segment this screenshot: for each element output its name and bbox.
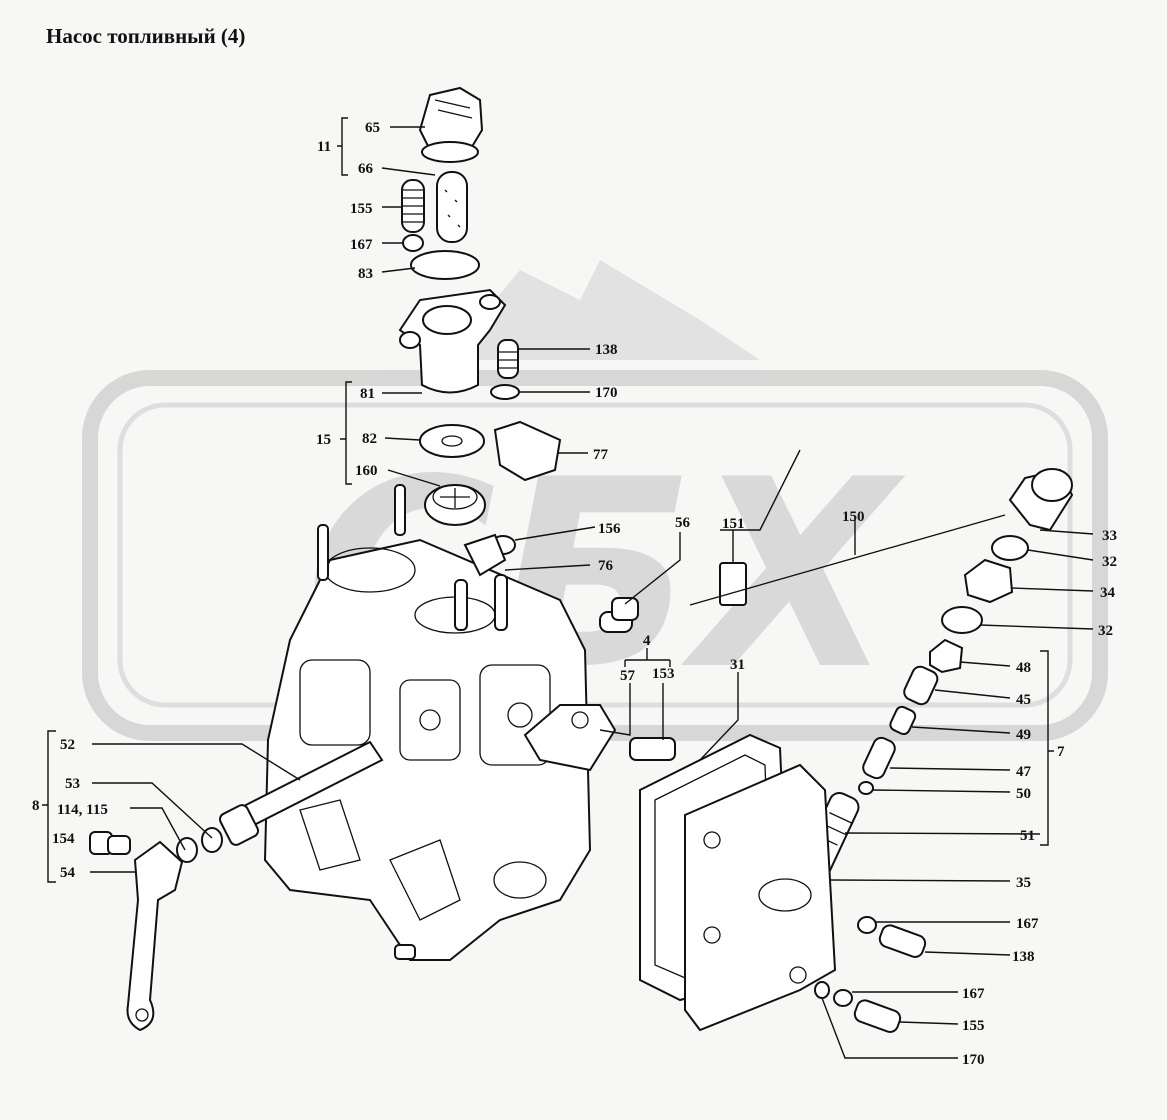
- callout-170b: 170: [962, 1052, 985, 1068]
- fitting-76: [463, 533, 507, 577]
- bracket-77: [493, 420, 562, 482]
- lever-54: [126, 840, 184, 1032]
- plunger-47: [862, 736, 896, 780]
- spring-45: [903, 665, 939, 706]
- bolt-138: [497, 339, 519, 379]
- callout-83: 83: [358, 266, 373, 282]
- callout-54: 54: [60, 865, 76, 881]
- callout-76: 76: [598, 558, 614, 574]
- callout-160: 160: [355, 463, 378, 479]
- gear-160: [424, 484, 486, 526]
- callout-66: 66: [358, 161, 374, 177]
- fitting-56: [599, 597, 639, 633]
- group-brackets: [42, 117, 1054, 883]
- washer-50: [858, 781, 874, 795]
- solenoid-33: [1008, 468, 1074, 532]
- callout-47: 47: [1016, 764, 1032, 780]
- spring-155: [401, 179, 425, 233]
- cover-35: [684, 763, 837, 1032]
- callout-114-115: 114, 115: [57, 802, 108, 818]
- callout-7: 7: [1057, 744, 1065, 760]
- washer-32b: [941, 606, 983, 634]
- plug-154: [89, 831, 131, 855]
- callout-32a: 32: [1102, 554, 1117, 570]
- seal-83: [410, 250, 480, 280]
- callout-52: 52: [60, 737, 75, 753]
- callout-labels: 65 66 155 167 83 138 170 81 82 77 160 15…: [32, 120, 1117, 1068]
- washer-170b: [814, 981, 830, 999]
- callout-153: 153: [652, 666, 675, 682]
- valve-49: [889, 705, 917, 736]
- callout-48: 48: [1016, 660, 1031, 676]
- bracket-57: [523, 704, 617, 772]
- callout-51: 51: [1020, 828, 1035, 844]
- callout-167b: 167: [1016, 916, 1039, 932]
- callout-4: 4: [643, 633, 651, 649]
- callout-53: 53: [65, 776, 80, 792]
- bolt-138b: [878, 924, 927, 958]
- wire-150: [689, 514, 1006, 606]
- washer-32a: [991, 535, 1029, 561]
- filter-element: [436, 171, 468, 243]
- filter-housing: [398, 288, 507, 394]
- plate-82: [419, 424, 485, 458]
- callout-138b: 138: [1012, 949, 1035, 965]
- callout-8: 8: [32, 798, 40, 814]
- callout-34: 34: [1100, 585, 1116, 601]
- callout-82: 82: [362, 431, 377, 447]
- callout-35: 35: [1016, 875, 1031, 891]
- washer-170: [490, 384, 520, 400]
- callout-155b: 155: [962, 1018, 985, 1034]
- page-title: Насос топливный (4): [46, 24, 246, 48]
- bolt-153: [629, 737, 676, 761]
- callout-45: 45: [1016, 692, 1031, 708]
- bolt-155b: [853, 999, 902, 1033]
- pump-housing: [263, 484, 592, 961]
- nut-34: [963, 558, 1014, 604]
- callout-150: 150: [842, 509, 865, 525]
- callout-33: 33: [1102, 528, 1117, 544]
- callout-11: 11: [317, 139, 331, 155]
- callout-155: 155: [350, 201, 373, 217]
- callout-32b: 32: [1098, 623, 1113, 639]
- callout-56: 56: [675, 515, 691, 531]
- callout-138: 138: [595, 342, 618, 358]
- callout-15: 15: [316, 432, 331, 448]
- callout-65: 65: [365, 120, 380, 136]
- callout-167c: 167: [962, 986, 985, 1002]
- callout-170: 170: [595, 385, 618, 401]
- ring-167c: [833, 989, 853, 1007]
- ring-167b: [857, 916, 877, 934]
- callout-31: 31: [730, 657, 745, 673]
- callout-81: 81: [360, 386, 375, 402]
- leader-lines: [90, 126, 1094, 1059]
- callout-167: 167: [350, 237, 373, 253]
- callout-77: 77: [593, 447, 609, 463]
- ring-167: [402, 234, 424, 252]
- callout-151: 151: [722, 516, 745, 532]
- callout-49: 49: [1016, 727, 1031, 743]
- callout-50: 50: [1016, 786, 1031, 802]
- callout-156: 156: [598, 521, 621, 537]
- callout-57: 57: [620, 668, 636, 684]
- callout-154: 154: [52, 831, 75, 847]
- block-151: [719, 562, 747, 606]
- shaft-52: [218, 740, 384, 846]
- filter-cap: [418, 86, 484, 163]
- nut-48: [929, 638, 964, 674]
